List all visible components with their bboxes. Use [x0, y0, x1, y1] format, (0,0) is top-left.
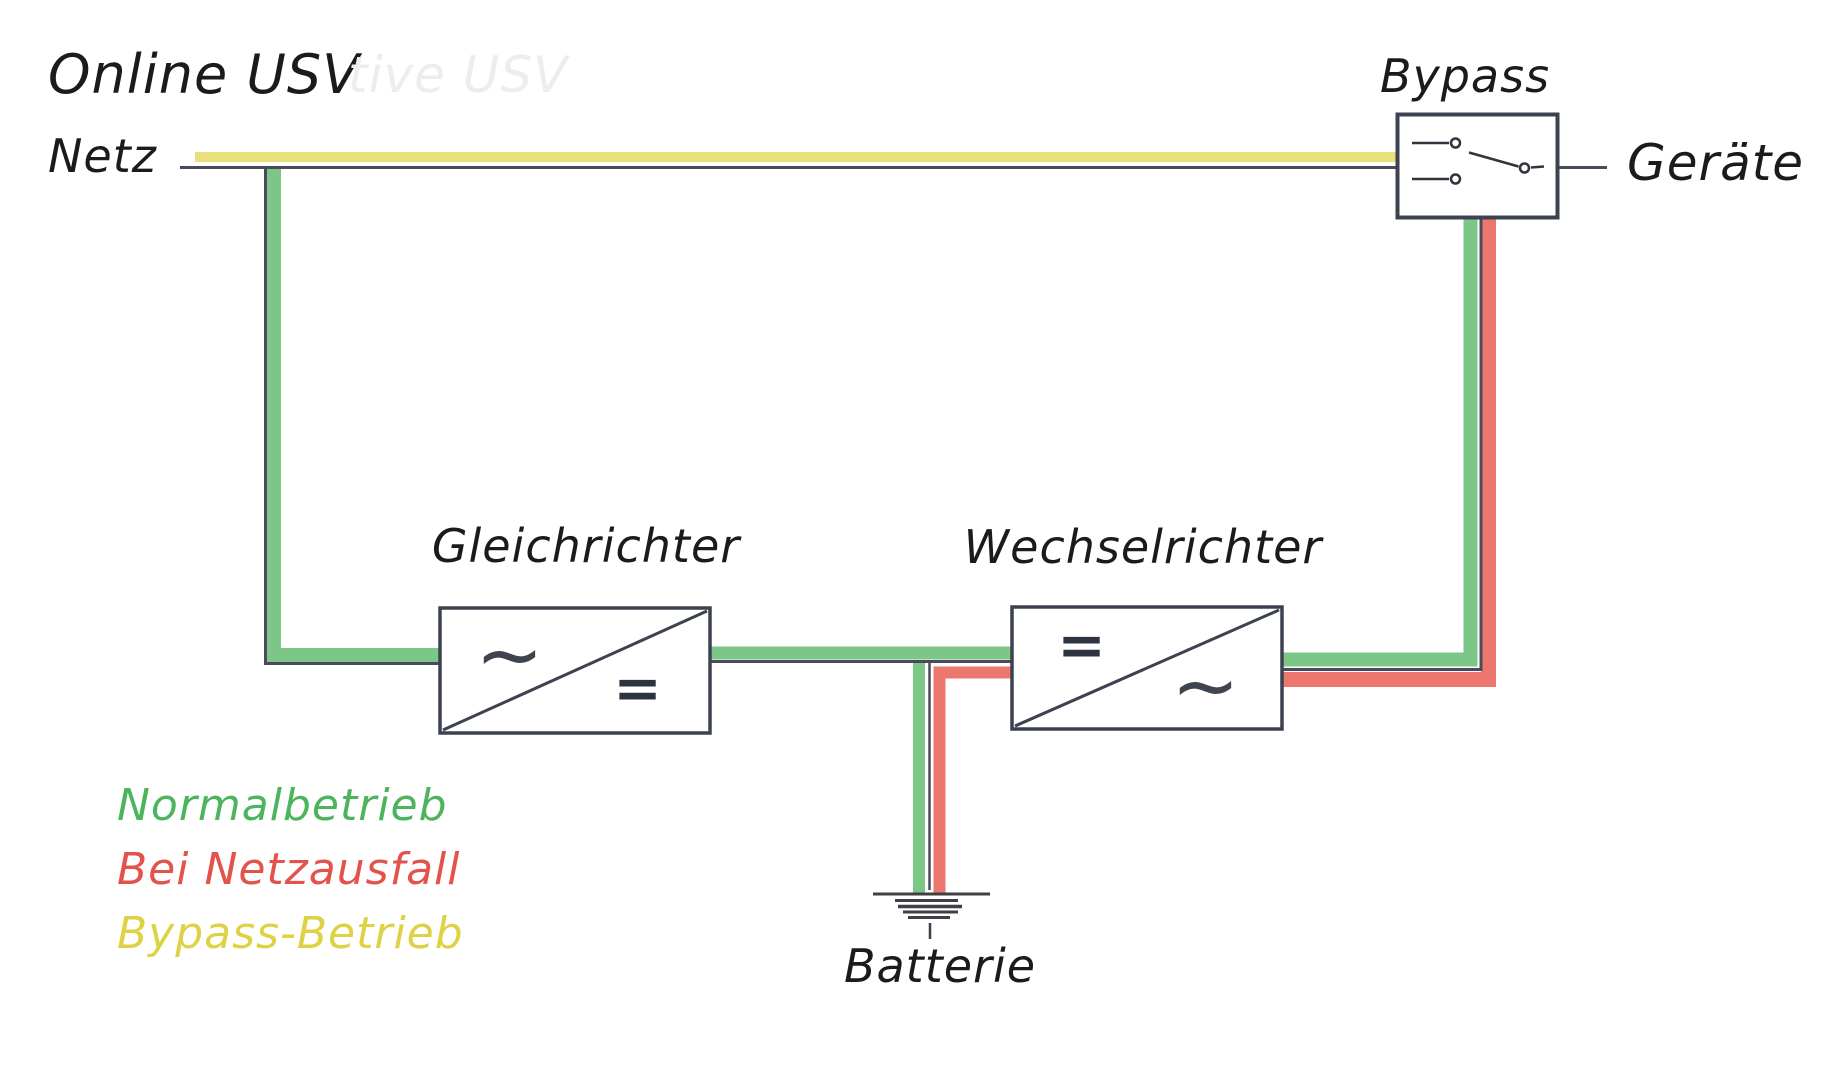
netz-label: Netz — [48, 129, 157, 183]
ghost-artifact-text: tive USV — [348, 46, 571, 104]
legend-item-normalbetrieb: Normalbetrieb — [117, 780, 448, 831]
failure-path-battery-to-inverter — [933, 666, 1012, 894]
legend-item-netzausfall: Bei Netzausfall — [117, 844, 460, 895]
bypass-switch-outline — [1395, 112, 1560, 220]
battery-symbol-icon — [873, 892, 990, 939]
legend: Normalbetrieb Bei Netzausfall Bypass-Bet… — [117, 780, 464, 959]
wechselrichter-label: Wechselrichter — [964, 520, 1325, 574]
bypass-switch-box — [1395, 112, 1560, 220]
batterie-label: Batterie — [844, 939, 1036, 993]
gleichrichter-diagonal — [442, 609, 708, 732]
failure-path-inverter-to-switch — [1282, 218, 1496, 687]
ac-symbol: ~ — [1171, 639, 1241, 734]
ac-symbol: ~ — [475, 608, 545, 703]
wechselrichter-box: = ~ — [1010, 605, 1284, 734]
wechselrichter-diagonal — [1014, 608, 1280, 728]
legend-item-bypass-betrieb: Bypass-Betrieb — [117, 908, 464, 959]
dc-symbol: = — [1057, 611, 1107, 679]
wire-inverter-to-switch — [1282, 218, 1483, 671]
bypass-label: Bypass — [1380, 49, 1550, 103]
wire-netz-to-rectifier — [264, 169, 440, 665]
gleichrichter-box: ~ = — [438, 606, 712, 735]
gleichrichter-label: Gleichrichter — [432, 519, 742, 573]
page-title: Online USV — [48, 43, 363, 106]
dc-symbol: = — [613, 654, 663, 722]
normal-path-inverter-to-switch — [1282, 218, 1478, 667]
normal-path-netz-to-rectifier — [267, 169, 440, 662]
geraete-label: Geräte — [1627, 134, 1804, 192]
switch-symbol-icon — [1412, 137, 1545, 185]
